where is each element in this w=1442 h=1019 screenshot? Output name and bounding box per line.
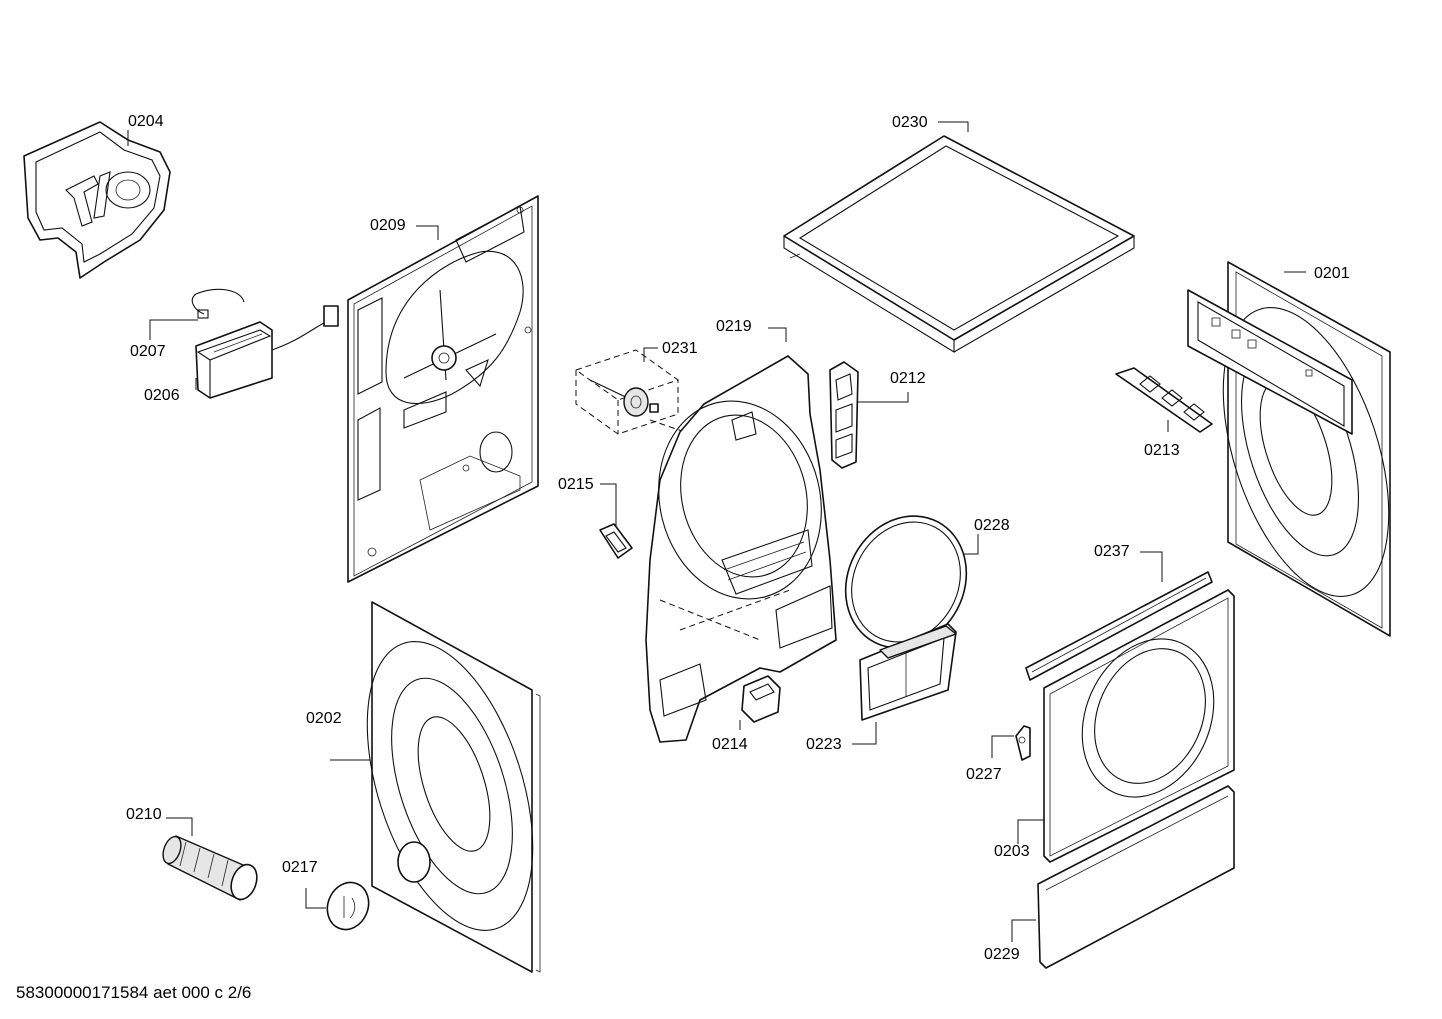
part-0212-sensor-strip: [829, 361, 859, 469]
svg-text:0213: 0213: [1144, 442, 1180, 459]
callout-0204: 0204: [127, 113, 164, 146]
callout-0214: 0214: [712, 720, 748, 753]
part-0202-side-panel-left: [366, 601, 541, 973]
part-0206-interference-filter: [195, 305, 339, 399]
svg-text:0204: 0204: [128, 113, 164, 130]
callout-0217: 0217: [282, 859, 326, 909]
callout-0231: 0231: [643, 340, 698, 362]
svg-text:0209: 0209: [370, 217, 406, 234]
callout-0228: 0228: [964, 517, 1010, 555]
callout-0201: 0201: [1284, 265, 1350, 282]
part-0209-rear-panel: [347, 195, 539, 583]
svg-text:0229: 0229: [984, 946, 1020, 963]
callout-0207: 0207: [130, 319, 198, 360]
callout-0209: 0209: [370, 217, 439, 240]
callout-0223: 0223: [806, 722, 877, 753]
part-0203-front-panel: [1043, 589, 1235, 863]
callout-0202: 0202: [306, 710, 370, 761]
callout-0210: 0210: [126, 806, 193, 836]
svg-text:0206: 0206: [144, 387, 180, 404]
part-0237-cover-rail: [1025, 571, 1213, 681]
callout-0206: 0206: [144, 378, 197, 404]
part-0228-door-seal: [844, 515, 968, 649]
callout-0229: 0229: [984, 919, 1036, 963]
svg-text:0217: 0217: [282, 859, 318, 876]
part-0230-top-cover: [783, 135, 1135, 353]
svg-text:0212: 0212: [890, 370, 926, 387]
svg-text:0201: 0201: [1314, 265, 1350, 282]
svg-text:0214: 0214: [712, 736, 748, 753]
svg-text:0215: 0215: [558, 476, 594, 493]
svg-text:0231: 0231: [662, 340, 698, 357]
callout-0213: 0213: [1144, 420, 1180, 459]
part-0214-door-lock: [741, 675, 781, 723]
part-0227-handle-plate: [1015, 725, 1031, 761]
svg-text:0237: 0237: [1094, 543, 1130, 560]
svg-text:0210: 0210: [126, 806, 162, 823]
part-0223-fluff-filter: [859, 623, 957, 721]
callout-0215: 0215: [558, 476, 617, 526]
callout-0219: 0219: [716, 318, 787, 342]
part-0201-side-panel-right: [1187, 261, 1391, 637]
part-0210-exhaust-hose: [162, 835, 258, 901]
part-0204-air-duct-cover: [23, 121, 171, 279]
part-0213-bracket: [1115, 367, 1213, 433]
part-0219-front-frame: [645, 355, 837, 743]
callout-0212: 0212: [858, 370, 926, 403]
part-0229-plinth: [1037, 785, 1235, 969]
svg-text:0219: 0219: [716, 318, 752, 335]
part-0217-cap: [326, 881, 370, 931]
callout-0237: 0237: [1094, 543, 1163, 582]
svg-text:0228: 0228: [974, 517, 1010, 534]
callout-0203: 0203: [994, 819, 1044, 860]
svg-text:0230: 0230: [892, 114, 928, 131]
part-0207-wire-harness: [191, 288, 245, 319]
svg-text:0203: 0203: [994, 843, 1030, 860]
svg-text:0223: 0223: [806, 736, 842, 753]
part-0215-door-switch: [599, 523, 633, 559]
svg-text:0202: 0202: [306, 710, 342, 727]
svg-text:0207: 0207: [130, 343, 166, 360]
svg-text:0227: 0227: [966, 766, 1002, 783]
callout-0227: 0227: [966, 735, 1014, 783]
callout-0230: 0230: [892, 114, 969, 132]
document-code: 58300000171584 aet 000 c 2/6: [16, 983, 251, 1002]
